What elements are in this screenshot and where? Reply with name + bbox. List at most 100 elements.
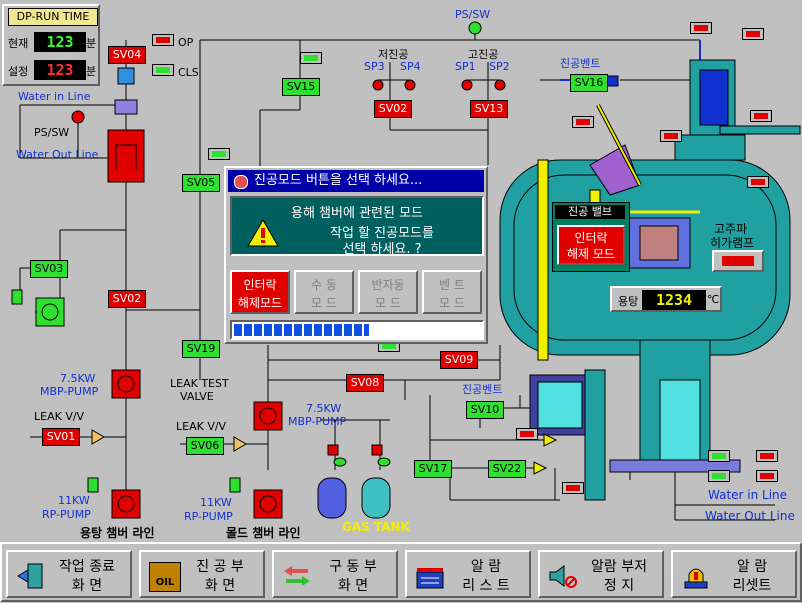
indicator bbox=[516, 428, 538, 440]
runtime-set-value[interactable]: 123 bbox=[34, 60, 86, 80]
valve-sv01[interactable]: SV01 bbox=[42, 428, 80, 446]
mode-semi-auto-button[interactable]: 반자동 모 드 bbox=[358, 270, 418, 314]
op-indicator bbox=[152, 34, 174, 46]
dialog-title: 진공모드 버튼을 선택 하세요... bbox=[254, 173, 423, 188]
indicator bbox=[756, 450, 778, 462]
vacuum-valve-panel: 진공 밸브 인터락 해제 모드 bbox=[552, 202, 630, 272]
water-in-line-left-label: Water in Line bbox=[18, 90, 91, 103]
button-label: 진 공 부 bbox=[196, 559, 244, 575]
indicator bbox=[747, 176, 769, 188]
water-out-line-left-label: Water Out Line bbox=[16, 148, 99, 161]
mode-label: 모 드 bbox=[311, 296, 337, 310]
valve-sv17[interactable]: SV17 bbox=[414, 460, 452, 478]
pump-11kw-left-label: 11KW bbox=[58, 494, 90, 507]
valve-sv15[interactable]: SV15 bbox=[282, 78, 320, 96]
valve-sv04[interactable]: SV04 bbox=[108, 46, 146, 64]
mode-label: 반자동 bbox=[371, 278, 405, 292]
valve-sv13[interactable]: SV13 bbox=[470, 100, 508, 118]
valve-sv03[interactable]: SV03 bbox=[30, 260, 68, 278]
dialog-line-2: 선택 하세요. ? bbox=[342, 242, 422, 257]
oil-icon-text: OIL bbox=[155, 577, 175, 588]
valve-sv19[interactable]: SV19 bbox=[182, 340, 220, 358]
hf-lamp-indicator bbox=[712, 250, 764, 272]
button-label: 정 지 bbox=[603, 578, 635, 594]
gas-tank-label: GAS TANK bbox=[342, 520, 410, 534]
button-label: 화 면 bbox=[71, 578, 103, 594]
valve-sv16[interactable]: SV16 bbox=[570, 74, 608, 92]
sp4-label: SP4 bbox=[400, 60, 421, 73]
cls-indicator bbox=[152, 64, 174, 76]
indicator bbox=[756, 470, 778, 482]
melt-chamber-line-label: 용탕 챔버 라인 bbox=[80, 526, 155, 540]
dialog-title-bar: 진공모드 버튼을 선택 하세요... bbox=[228, 170, 484, 192]
mode-vent-button[interactable]: 벤 트 모 드 bbox=[422, 270, 482, 314]
button-label: 구 동 부 bbox=[329, 559, 377, 575]
op-label: OP bbox=[178, 36, 194, 49]
progress-fill bbox=[234, 324, 369, 336]
cls-label: CLS bbox=[178, 66, 199, 79]
button-label: 화 면 bbox=[204, 578, 236, 594]
vacuum-mode-dialog: 진공모드 버튼을 선택 하세요... 용해 챔버에 관련된 모드 작업 할 진공… bbox=[224, 166, 488, 344]
runtime-set-unit: 분 bbox=[86, 65, 97, 78]
pump-75kw-mid-label-2: MBP-PUMP bbox=[288, 415, 347, 428]
valve-sv05[interactable]: SV05 bbox=[182, 174, 220, 192]
valve-sv02-top[interactable]: SV02 bbox=[374, 100, 412, 118]
vacuum-vent-top-label: 진공벤트 bbox=[560, 57, 601, 70]
valve-sv02-left[interactable]: SV02 bbox=[108, 290, 146, 308]
alarm-list-icon bbox=[416, 568, 444, 589]
sp2-label: SP2 bbox=[489, 60, 510, 73]
button-label: 리 스 트 bbox=[462, 578, 510, 594]
oil-icon: OIL bbox=[149, 562, 181, 592]
dialog-heading: 용해 챔버에 관련된 모드 bbox=[291, 206, 423, 221]
valve-sv09[interactable]: SV09 bbox=[440, 351, 478, 369]
mode-label: 모 드 bbox=[375, 296, 401, 310]
dialog-message: 용해 챔버에 관련된 모드 작업 할 진공모드를 선택 하세요. ? bbox=[230, 196, 484, 257]
mold-chamber-line-label: 몰드 챔버 라인 bbox=[226, 526, 301, 540]
siren-icon bbox=[684, 568, 708, 589]
button-label: 작업 종료 bbox=[59, 559, 115, 575]
warning-triangle-icon bbox=[247, 218, 279, 247]
indicator bbox=[690, 22, 712, 34]
button-label: 알 람 bbox=[470, 559, 502, 575]
hf-heating-lamp-label: 고주파 bbox=[714, 222, 748, 236]
mode-label: 벤 트 bbox=[439, 278, 465, 292]
interlock-release-label-2: 해제 모드 bbox=[567, 247, 615, 261]
valve-sv06[interactable]: SV06 bbox=[186, 437, 224, 455]
ps-sw-left-label: PS/SW bbox=[34, 126, 70, 139]
indicator bbox=[750, 110, 772, 122]
mode-interlock-release-button[interactable]: 인터락 해제모드 bbox=[230, 270, 290, 314]
indicator bbox=[562, 482, 584, 494]
high-vacuum-label: 고진공 bbox=[468, 48, 499, 61]
runtime-panel: DP-RUN TIME 현재 123 분 설정 123 분 bbox=[2, 4, 100, 86]
melt-temp-unit: ℃ bbox=[707, 293, 720, 306]
exit-icon bbox=[17, 563, 43, 589]
interlock-release-label: 인터락 bbox=[574, 231, 608, 245]
mode-manual-button[interactable]: 수 동 모 드 bbox=[294, 270, 354, 314]
leak-test-valve-label-2: VALVE bbox=[180, 390, 214, 403]
arrows-icon bbox=[284, 566, 310, 586]
runtime-current-label: 현재 bbox=[8, 37, 29, 50]
indicator bbox=[660, 130, 682, 142]
vacuum-valve-label: 진공 밸브 bbox=[555, 205, 625, 219]
melt-temp-label: 용탕 bbox=[618, 295, 639, 308]
water-in-line-right-label: Water in Line bbox=[708, 488, 788, 502]
valve-sv08[interactable]: SV08 bbox=[346, 374, 384, 392]
valve-sv22[interactable]: SV22 bbox=[488, 460, 526, 478]
leak-vv-left-label: LEAK V/V bbox=[34, 410, 85, 423]
button-label: 알 람 bbox=[736, 559, 768, 575]
sp1-label: SP1 bbox=[455, 60, 476, 73]
warning-dot-icon bbox=[234, 175, 248, 189]
mode-label: 모 드 bbox=[439, 296, 465, 310]
rough-vacuum-label: 저진공 bbox=[378, 48, 409, 61]
mode-label: 해제모드 bbox=[237, 296, 283, 310]
vacuum-vent-mid-label: 진공벤트 bbox=[462, 383, 503, 396]
valve-sv10[interactable]: SV10 bbox=[466, 401, 504, 419]
interlock-release-button[interactable]: 인터락 해제 모드 bbox=[557, 225, 625, 265]
